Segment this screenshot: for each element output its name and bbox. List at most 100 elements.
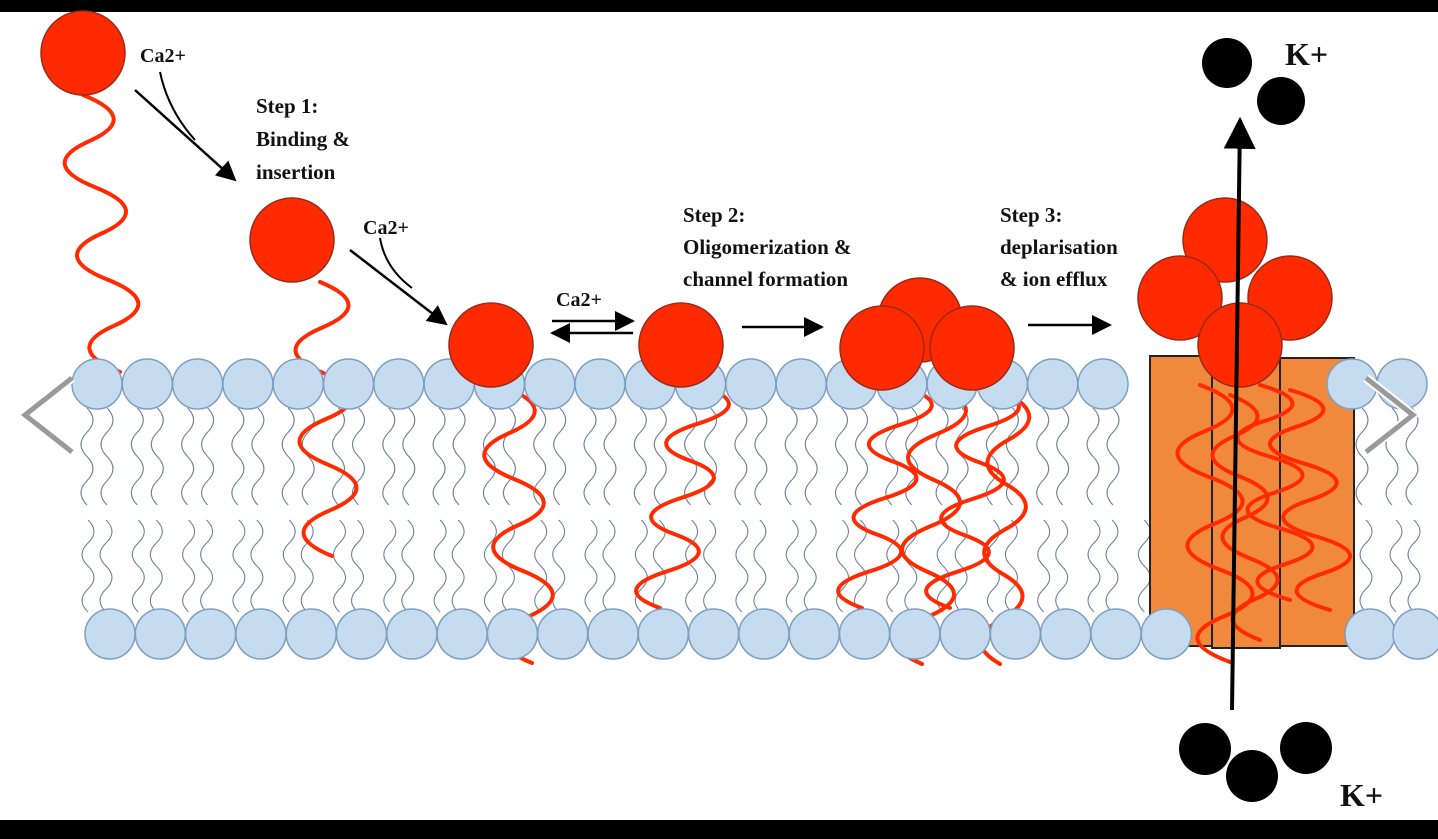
lipid-tail: [402, 407, 416, 506]
step1-line-1: Step 1:: [256, 94, 318, 118]
peptide-tail-channel-2: [1235, 383, 1315, 602]
peptide-tail-oligomer-1: [836, 386, 934, 610]
lipid-tail: [432, 407, 446, 506]
lipid-tail: [1355, 407, 1369, 506]
lipid-tail: [231, 407, 245, 506]
lipid-head-bottom: [637, 608, 690, 660]
lipid-tail: [854, 407, 869, 506]
peptide-tail-channel-1: [1175, 383, 1255, 664]
lipid-tail: [803, 519, 817, 613]
lipid-tail: [383, 519, 397, 613]
binding-arrow: [349, 249, 448, 326]
lipid-head-top: [71, 358, 123, 410]
lipid-tail: [1036, 407, 1050, 506]
ca-label-3: Ca2+: [556, 289, 602, 311]
peptide-tail-binding: [293, 280, 359, 558]
lipid-tail: [1086, 407, 1100, 506]
lipid-tail: [182, 519, 196, 613]
lipid-tail: [332, 519, 347, 613]
peptide-head-channel-2: [1137, 255, 1223, 341]
lipid-tail: [1087, 519, 1101, 613]
lipid-head-bottom: [436, 608, 488, 660]
lipid-tail: [181, 407, 195, 506]
step1-line-3: insertion: [256, 160, 336, 184]
lipid-tail: [652, 519, 666, 613]
lipid-tail: [753, 519, 767, 613]
lipid-head-bottom: [486, 608, 539, 660]
lipid-head-bottom: [1140, 608, 1193, 660]
step3-line-1: Step 3:: [1000, 203, 1062, 227]
lipid-tail: [149, 519, 163, 613]
lipid-tail: [1037, 519, 1051, 613]
lipid-tail: [936, 519, 950, 613]
lipid-tail: [483, 519, 497, 613]
lipid-head-bottom: [235, 608, 287, 660]
efflux-arrow: [1223, 116, 1256, 711]
k-label-bottom: K+: [1340, 777, 1383, 813]
lipid-head-bottom: [184, 608, 237, 660]
lipid-tail: [603, 407, 617, 506]
lipid-tail: [735, 519, 749, 613]
peptide-head-inserted: [448, 302, 534, 388]
step3-line-3: & ion efflux: [1000, 267, 1108, 291]
lipid-tail: [282, 519, 296, 613]
lipid-tail: [633, 407, 647, 506]
peptide-tail-channel-3: [1268, 388, 1352, 612]
lipid-tail: [350, 519, 365, 613]
lipid-tail: [1005, 407, 1019, 506]
step2-label: Step 2: Oligomerization & channel format…: [683, 203, 852, 291]
ion-channel: [1149, 355, 1355, 649]
step1-arrow: [134, 89, 237, 182]
lipid-head-bottom: [285, 608, 337, 660]
step3-label: Step 3: deplarisation & ion efflux: [1000, 203, 1118, 291]
lipid-tail: [1405, 407, 1419, 506]
lipid-tail: [100, 407, 114, 506]
lipid-head-bottom: [1090, 608, 1142, 660]
ca-hook-2: [379, 237, 413, 289]
lipid-head-top: [222, 358, 274, 410]
lipid-head-bottom: [939, 608, 991, 660]
peptide-head-oligomer-2: [839, 305, 925, 391]
lipid-tail: [1106, 407, 1120, 506]
peptide-heads: [40, 10, 1333, 391]
peptide-head-channel-4: [1197, 302, 1283, 388]
peptide-head-binding: [249, 197, 335, 283]
lipid-tail: [250, 519, 264, 613]
lipid-tail: [99, 519, 113, 613]
step2-line-3: channel formation: [683, 267, 848, 291]
peptide-head-channel-1: [1182, 197, 1268, 283]
lipid-tail: [685, 519, 699, 613]
lipid-tail: [754, 407, 768, 506]
lipid-head-bottom: [1039, 608, 1092, 660]
next-button[interactable]: [1363, 374, 1421, 456]
ion-bottom-2: [1226, 750, 1278, 802]
lipid-tail: [150, 407, 164, 506]
lipid-tail: [584, 519, 598, 613]
lipid-tail: [351, 407, 366, 506]
lipid-tail: [835, 519, 850, 613]
step3-line-2: deplarisation: [1000, 235, 1118, 259]
lipid-tail: [935, 407, 949, 506]
lipid-tail: [401, 519, 415, 613]
lipid-head-bottom: [838, 608, 891, 660]
lipid-tail: [553, 407, 567, 506]
lipid-tail: [80, 407, 94, 506]
lipid-tail: [1389, 519, 1403, 613]
peptide-tail-monomer: [634, 385, 731, 610]
lipid-tail: [1105, 519, 1119, 613]
lipid-tail: [251, 407, 265, 506]
prev-button[interactable]: [17, 374, 75, 456]
lipid-tail: [281, 407, 295, 506]
lipid-head-bottom: [989, 608, 1042, 660]
lipid-head-top: [775, 358, 827, 410]
step1-line-2: Binding &: [256, 127, 350, 151]
lipid-tail: [201, 407, 215, 506]
lipid-tail: [331, 407, 346, 506]
lipid-tail: [300, 519, 314, 613]
lipid-head-top: [523, 358, 576, 410]
lipid-head-top: [725, 358, 777, 410]
lipid-head-bottom: [587, 608, 639, 660]
lipid-tail: [703, 519, 717, 613]
channel-segment-middle: [1211, 361, 1281, 649]
